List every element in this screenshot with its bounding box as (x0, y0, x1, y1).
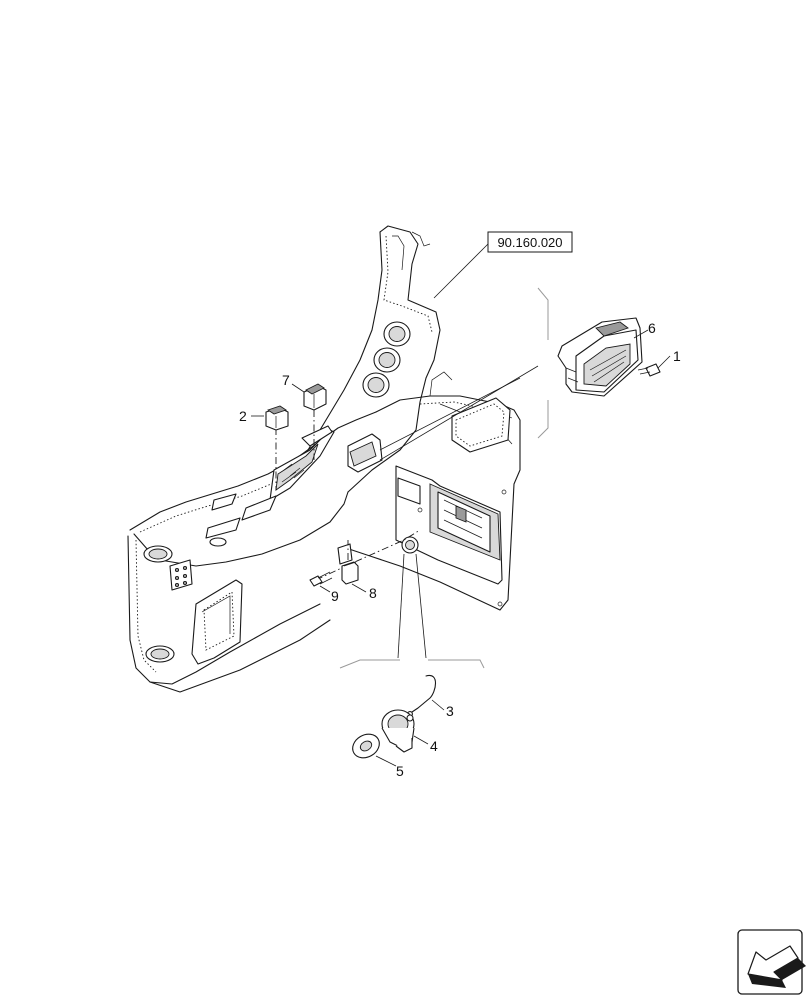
callout-1: 1 (673, 348, 681, 364)
part-6-control-unit[interactable] (557, 317, 643, 397)
part-4-buzzer[interactable] (381, 709, 415, 753)
part-9-bolt[interactable] (309, 571, 333, 587)
part-3-cable-clip[interactable] (407, 675, 437, 717)
back-arrow-icon[interactable] (737, 929, 806, 995)
part-2-switch[interactable] (265, 405, 289, 431)
cab-console-assembly (127, 225, 521, 693)
callout-labels: 1 2 3 4 5 6 7 8 9 (239, 320, 681, 779)
callout-8: 8 (369, 585, 377, 601)
reference-box-text: 90.160.020 (497, 235, 562, 250)
callout-2: 2 (239, 408, 247, 424)
reference-box[interactable]: 90.160.020 (433, 231, 573, 299)
part-1-screw[interactable] (637, 363, 661, 377)
callout-7: 7 (282, 372, 290, 388)
callout-leaders (251, 329, 671, 767)
part-7-switch[interactable] (303, 383, 327, 411)
callout-4: 4 (430, 738, 438, 754)
assembly-lines (275, 410, 421, 581)
part-8-sensor[interactable] (341, 561, 359, 585)
callout-5: 5 (396, 763, 404, 779)
callout-6: 6 (648, 320, 656, 336)
callout-9: 9 (331, 588, 339, 604)
pillar-vents (362, 321, 411, 398)
callout-3: 3 (446, 703, 454, 719)
part-5-washer[interactable] (348, 729, 383, 762)
detail-lines (339, 287, 549, 669)
